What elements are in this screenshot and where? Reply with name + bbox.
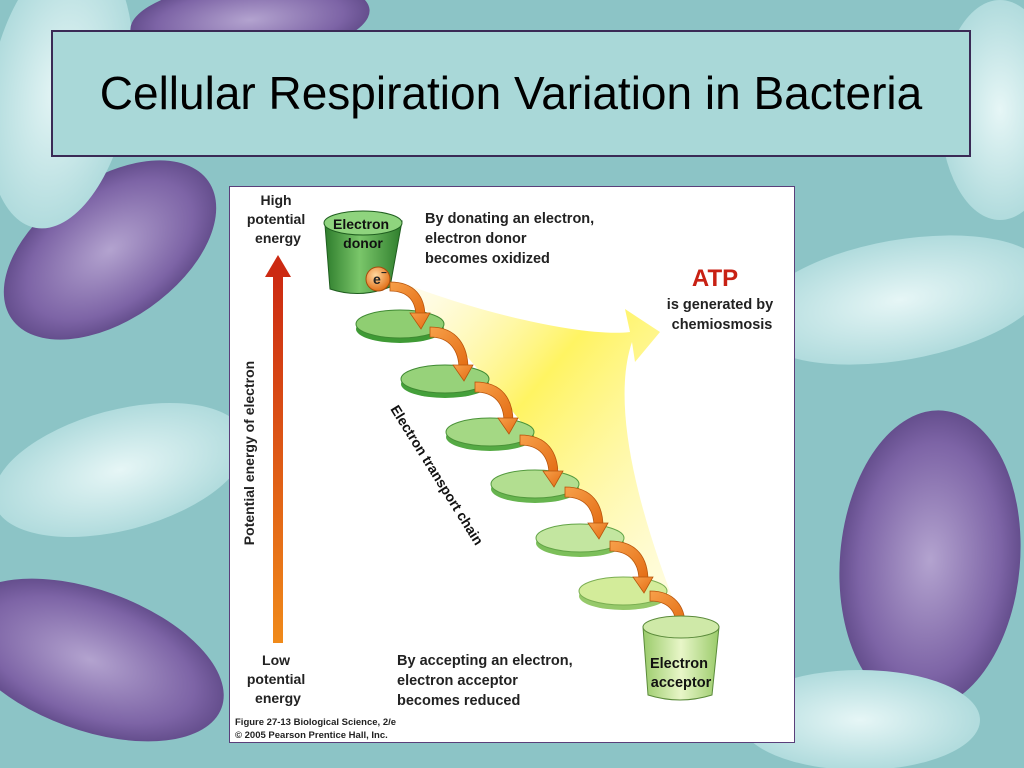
electron-donor-label: Electron donor xyxy=(333,216,393,251)
electron-acceptor-label: Electron acceptor xyxy=(650,656,712,691)
respiration-figure: High potential energy Low potential ener… xyxy=(229,186,795,743)
potential-energy-axis-label: Potential energy of electron xyxy=(241,361,257,545)
acceptor-reduced-note: By accepting an electron, electron accep… xyxy=(397,653,577,709)
electron-charge: − xyxy=(381,268,387,279)
figure-credit: Figure 27-13 Biological Science, 2/e © 2… xyxy=(235,717,399,741)
electron-particle xyxy=(365,266,391,292)
low-potential-label: Low potential energy xyxy=(247,652,309,706)
chain-disc-2 xyxy=(400,364,490,398)
energy-axis-arrow-shaft xyxy=(273,275,283,643)
chain-disc-1 xyxy=(355,309,445,343)
electron-symbol: e xyxy=(373,271,381,287)
chain-disc-5 xyxy=(535,523,625,557)
chain-disc-4 xyxy=(490,469,580,503)
energy-axis-arrow-head xyxy=(265,255,291,277)
slide-title: Cellular Respiration Variation in Bacter… xyxy=(99,67,923,119)
donor-oxidized-note: By donating an electron, electron donor … xyxy=(425,211,598,267)
slide-title-box: Cellular Respiration Variation in Bacter… xyxy=(51,30,971,157)
electron-transport-diagram: High potential energy Low potential ener… xyxy=(235,192,777,741)
chain-disc-3 xyxy=(445,417,535,451)
high-potential-label: High potential energy xyxy=(247,192,309,246)
atp-label: ATP xyxy=(692,265,738,292)
atp-chemiosmosis-note: is generated by chemiosmosis xyxy=(667,297,777,333)
electron-acceptor-container xyxy=(642,615,720,701)
